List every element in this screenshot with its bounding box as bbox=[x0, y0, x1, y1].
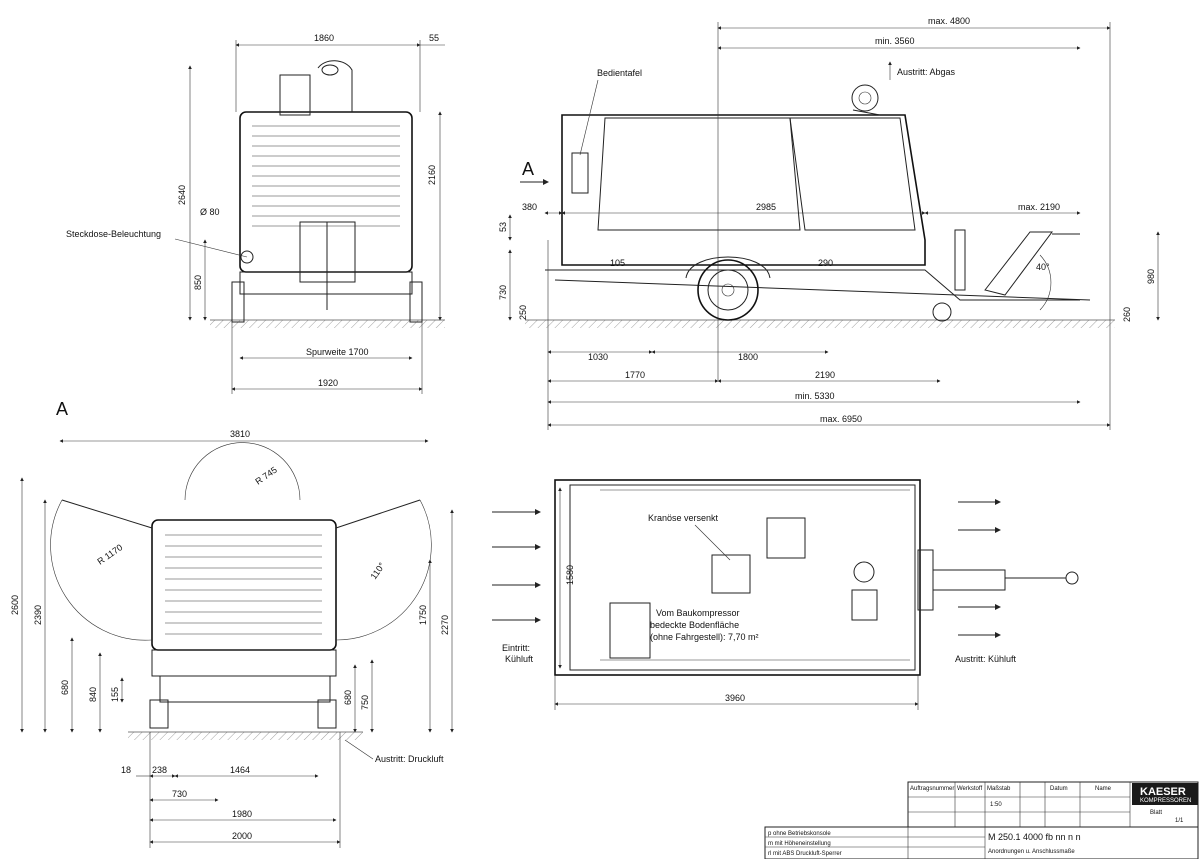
rear-dim-1464: 1464 bbox=[230, 765, 250, 775]
tb-cell-scale-val: 1:50 bbox=[990, 802, 1002, 808]
rear-grille bbox=[165, 534, 322, 635]
front-dim-2160: 2160 bbox=[427, 165, 437, 185]
rear-ground-hatch bbox=[128, 732, 363, 740]
rear-dim-238: 238 bbox=[152, 765, 167, 775]
front-view: 1860 55 2640 2160 Ø 80 850 Steckdose-Bel… bbox=[66, 33, 445, 394]
top-outlet-label: Austritt: Kühluft bbox=[955, 654, 1017, 664]
side-dim-max2190: max. 2190 bbox=[1018, 202, 1060, 212]
side-exhaust-label: Austritt: Abgas bbox=[897, 67, 956, 77]
side-dim-250: 250 bbox=[518, 305, 528, 320]
side-dim-min5330: min. 5330 bbox=[795, 391, 835, 401]
rear-dim-2390: 2390 bbox=[33, 605, 43, 625]
rear-dim-r1170: R 1170 bbox=[95, 542, 124, 566]
rear-view: A 3810 R 745 R 1170 bbox=[10, 399, 454, 848]
tb-cell-scale: Maßstab bbox=[987, 786, 1011, 792]
front-dim-2640: 2640 bbox=[177, 185, 187, 205]
side-dim-105: 105 bbox=[610, 258, 625, 268]
side-dim-min3560: min. 3560 bbox=[875, 36, 915, 46]
side-panel-label: Bedientafel bbox=[597, 68, 642, 78]
rear-dim-2000: 2000 bbox=[232, 831, 252, 841]
top-inlet-line2: Kühluft bbox=[505, 654, 534, 664]
side-dim-730: 730 bbox=[498, 285, 508, 300]
rear-view-title: A bbox=[56, 399, 68, 419]
front-dim-850: 850 bbox=[193, 275, 203, 290]
rear-dim-r745: R 745 bbox=[253, 465, 278, 487]
view-a-marker: A bbox=[522, 159, 534, 179]
rear-dim-1980: 1980 bbox=[232, 809, 252, 819]
rear-dim-680: 680 bbox=[60, 680, 70, 695]
front-grille bbox=[252, 125, 400, 227]
side-dim-2985: 2985 bbox=[756, 202, 776, 212]
side-dim-260: 260 bbox=[1122, 307, 1132, 322]
top-dim-1580: 1580 bbox=[565, 565, 575, 585]
tb-description: M 250.1 4000 fb nn n n bbox=[988, 832, 1081, 842]
top-dim-3960: 3960 bbox=[725, 693, 745, 703]
front-dim-55: 55 bbox=[429, 33, 439, 43]
side-dim-1800: 1800 bbox=[738, 352, 758, 362]
rear-dim-155: 155 bbox=[110, 687, 120, 702]
side-dim-290: 290 bbox=[818, 258, 833, 268]
tb-row-1: p ohne Betriebskonsole bbox=[768, 831, 831, 837]
tb-cell-order: Auftragsnummer bbox=[910, 786, 954, 792]
top-inlet-line1: Eintritt: bbox=[502, 643, 530, 653]
tb-cell-sheet: Blatt bbox=[1150, 810, 1162, 816]
top-area-line2: bedeckte Bodenfläche bbox=[650, 620, 739, 630]
rear-dim-2600: 2600 bbox=[10, 595, 20, 615]
front-socket-label: Steckdose-Beleuchtung bbox=[66, 229, 161, 239]
tb-cell-date: Datum bbox=[1050, 786, 1068, 792]
side-dim-1030: 1030 bbox=[588, 352, 608, 362]
side-dim-53: 53 bbox=[498, 222, 508, 232]
side-dim-980: 980 bbox=[1146, 269, 1156, 284]
front-dim-1920: 1920 bbox=[318, 378, 338, 388]
side-dim-1770: 1770 bbox=[625, 370, 645, 380]
tb-row-2: m mit Höheneinstellung bbox=[768, 841, 831, 847]
rear-dim-750: 750 bbox=[360, 695, 370, 710]
kaeser-logo-sub: KOMPRESSOREN bbox=[1140, 798, 1191, 804]
top-area-line3: (ohne Fahrgestell): 7,70 m² bbox=[650, 632, 759, 642]
title-block: KAESER KOMPRESSOREN Auftragsnummer Werks… bbox=[764, 781, 1199, 859]
side-view: 40° Bedientafel Austritt: Abgas A max. 4… bbox=[498, 16, 1160, 430]
side-dim-max4800: max. 4800 bbox=[928, 16, 970, 26]
rear-dim-angle: 110° bbox=[368, 560, 387, 581]
side-dim-angle: 40° bbox=[1036, 262, 1050, 272]
side-dim-max6950: max. 6950 bbox=[820, 414, 862, 424]
tb-cell-name: Name bbox=[1095, 786, 1112, 792]
front-track-label: Spurweite 1700 bbox=[306, 347, 369, 357]
front-dim-1860: 1860 bbox=[314, 33, 334, 43]
rear-outlet-label: Austritt: Druckluft bbox=[375, 754, 444, 764]
front-dim-dia80: Ø 80 bbox=[200, 207, 220, 217]
side-dim-380: 380 bbox=[522, 202, 537, 212]
rear-dim-730: 730 bbox=[172, 789, 187, 799]
side-dim-2190: 2190 bbox=[815, 370, 835, 380]
tb-row-3: rl mit ABS Druckluft-Sperrer bbox=[768, 851, 842, 857]
tb-cell-material: Werkstoff bbox=[957, 786, 982, 792]
top-view: Kranöse versenkt Vom Baukompressor bedec… bbox=[492, 479, 1079, 710]
tb-subtitle: Anordnungen u. Anschlussmaße bbox=[988, 849, 1075, 855]
front-ground-hatch bbox=[210, 320, 445, 328]
rear-dim-2270: 2270 bbox=[440, 615, 450, 635]
kaeser-logo-text: KAESER bbox=[1140, 786, 1186, 798]
rear-dim-680b: 680 bbox=[343, 690, 353, 705]
tb-cell-sheet-val: 1/1 bbox=[1175, 818, 1184, 824]
top-area-line1: Vom Baukompressor bbox=[656, 608, 740, 618]
rear-dim-1750: 1750 bbox=[418, 605, 428, 625]
kaeser-logo bbox=[1132, 783, 1198, 805]
rear-dim-3810: 3810 bbox=[230, 429, 250, 439]
rear-dim-840: 840 bbox=[88, 687, 98, 702]
top-crane-label: Kranöse versenkt bbox=[648, 513, 719, 523]
rear-dim-18: 18 bbox=[121, 765, 131, 775]
side-ground-hatch bbox=[525, 320, 1115, 328]
